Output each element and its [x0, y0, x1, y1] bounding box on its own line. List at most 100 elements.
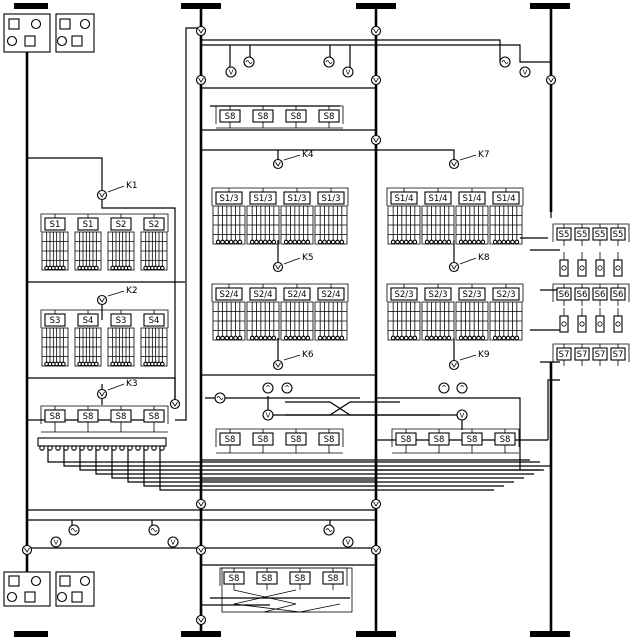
bus-bracket: [386, 187, 524, 206]
terminal-dot: [395, 239, 400, 245]
coupler-icon: [195, 25, 207, 37]
module-box-label: S1/3: [253, 194, 272, 204]
switch-pointer: [459, 154, 477, 161]
module-box: [143, 217, 165, 231]
ac-wave: [216, 396, 224, 400]
module-box-label: S7: [559, 350, 570, 360]
coupler-icon: [195, 74, 207, 86]
terminal-dot: [292, 239, 298, 245]
amplifier-icon-label: ^: [459, 385, 465, 393]
terminal-dot: [159, 361, 165, 367]
module-box-label: S8: [258, 435, 269, 445]
terminal-dot: [480, 335, 486, 341]
terminal-dot: [215, 239, 221, 245]
module-box-label: S4: [83, 316, 94, 326]
switch-pointer: [283, 154, 301, 161]
terminal-dot: [424, 239, 430, 245]
coupler-mark: [198, 501, 204, 507]
mini-block-cell: [24, 35, 36, 47]
coupler-icon: [272, 261, 284, 273]
terminal-dot: [267, 335, 272, 341]
coupler-icon: [370, 498, 382, 510]
voltmeter-icon: [50, 536, 62, 548]
terminal-dot: [390, 335, 396, 341]
terminal-dot: [301, 335, 306, 341]
terminal-dot: [258, 335, 264, 341]
coupler-icon: [96, 294, 108, 306]
switch-label-k8: K8: [478, 253, 490, 263]
coupler-icon: [96, 189, 108, 201]
coupler-icon: [448, 359, 460, 371]
coupler-mark: [373, 501, 379, 507]
terminal-dot: [471, 239, 477, 245]
coupler-mark: [198, 547, 204, 553]
coupler-icon: [169, 398, 181, 410]
module-box-label: S3: [116, 316, 127, 326]
terminal-dot: [262, 335, 268, 341]
terminal-dot: [403, 335, 409, 341]
coupler-mark: [451, 362, 457, 368]
terminal-dot: [224, 335, 230, 341]
terminal-dot: [93, 265, 99, 271]
bus-terminal-left-top: [14, 3, 48, 9]
coupler-icon: [30, 18, 42, 30]
coupler-icon: [56, 35, 68, 47]
relay-icon: [595, 315, 605, 333]
coupler-icon: [79, 575, 91, 587]
module-box-label: S8: [295, 574, 306, 584]
coupler-mark: [99, 391, 105, 397]
module-box-label: S8: [149, 412, 160, 422]
voltmeter-icon-label: V: [229, 69, 234, 77]
relay-icon: [577, 315, 587, 333]
switch-label-k6: K6: [302, 350, 314, 360]
ac-wave: [150, 528, 158, 532]
bus-terminal-right-top: [356, 3, 396, 9]
terminal-dot: [429, 239, 434, 245]
coupler-icon: [370, 74, 382, 86]
module-box-label: S8: [291, 112, 302, 122]
switch-label-k5: K5: [302, 253, 314, 263]
bus-bracket: [391, 428, 520, 447]
terminal-dot: [326, 239, 332, 245]
terminal-dot: [254, 239, 259, 245]
coupler-icon: [6, 591, 18, 603]
terminal-dot: [95, 445, 101, 451]
terminal-dot: [501, 335, 507, 341]
mini-block-cell: [71, 591, 83, 603]
coupler-mark: [198, 617, 204, 623]
module-box-label: S1/3: [287, 194, 306, 204]
terminal-dot: [55, 445, 61, 451]
terminal-dot: [476, 335, 481, 341]
voltmeter-icon: [342, 536, 354, 548]
coupler-icon: [56, 591, 68, 603]
terminal-dot: [335, 239, 340, 245]
coupler-mark: [198, 28, 204, 34]
terminal-dot: [71, 445, 77, 451]
bus-bracket: [215, 105, 344, 124]
coupler-icon: [21, 544, 33, 556]
terminal-dot: [159, 265, 165, 271]
module-box-label: S2/3: [394, 290, 413, 300]
module-box-label: S6: [559, 290, 570, 300]
coupler-icon: [272, 359, 284, 371]
module-box: [249, 287, 277, 301]
mini-block-cell: [8, 18, 20, 30]
terminal-dot: [514, 239, 520, 245]
terminal-dot: [433, 335, 439, 341]
module-box-label: S8: [401, 435, 412, 445]
terminal-dot: [463, 239, 468, 245]
terminal-dot: [497, 335, 502, 341]
terminal-dot: [126, 265, 132, 271]
switch-pointer: [107, 290, 125, 297]
coupler-mark: [373, 547, 379, 553]
terminal-dot: [283, 239, 289, 245]
voltmeter-icon-label: V: [346, 69, 351, 77]
relay-contact: [597, 321, 603, 327]
bus-terminal-left-bottom: [14, 631, 48, 637]
voltmeter-icon: [519, 66, 531, 78]
mini-block-cell: [71, 35, 83, 47]
switch-label-k7: K7: [478, 150, 490, 160]
module-box: [215, 287, 243, 301]
module-box-label: S8: [229, 574, 240, 584]
module-box: [390, 191, 418, 205]
